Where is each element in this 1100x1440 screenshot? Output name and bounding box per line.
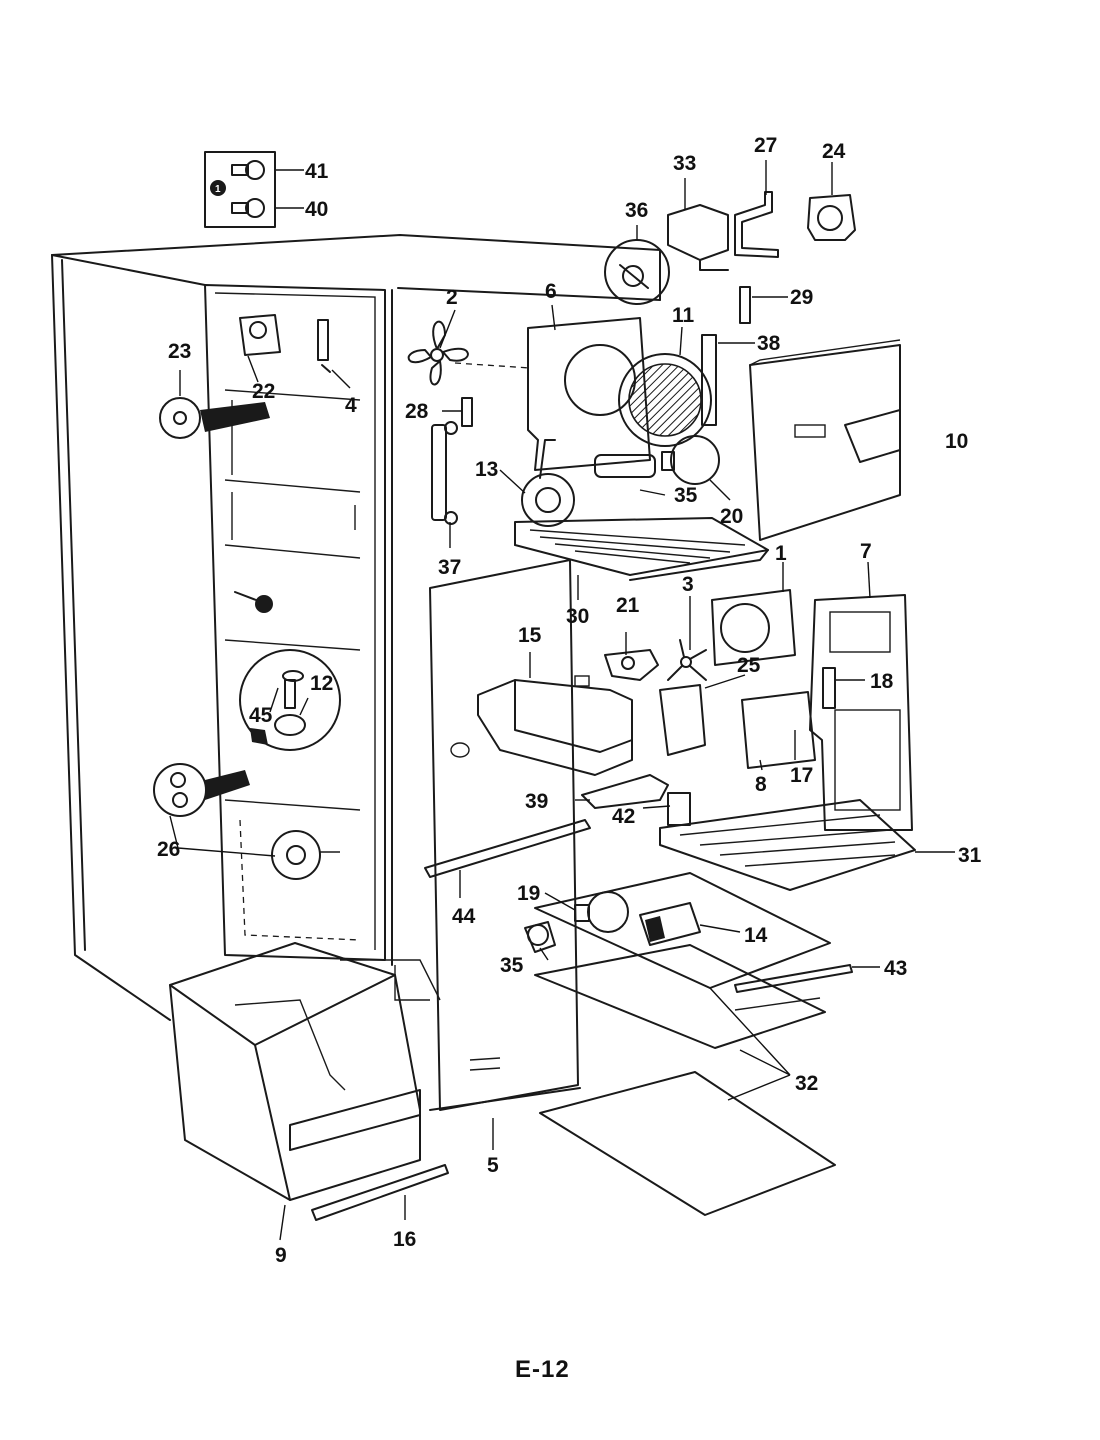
- crisper-bin-9: [169, 942, 421, 1201]
- callout-36: 36: [625, 199, 648, 222]
- freezer-shelf-30: [514, 517, 769, 581]
- control-housing-15: [477, 675, 633, 776]
- switch-14: [639, 902, 701, 946]
- cover-plate-8: [741, 691, 816, 769]
- callout-39: 39: [525, 790, 548, 813]
- evaporator-fan-blade-2: [407, 320, 531, 386]
- bracket-4: [317, 319, 331, 373]
- callout-37: 37: [438, 556, 461, 579]
- callout-26: 26: [157, 838, 180, 861]
- callout-35-lower: 35: [500, 954, 524, 977]
- callout-25: 25: [737, 654, 761, 677]
- callout-24: 24: [822, 140, 846, 163]
- note-marker-inline-icon: [234, 591, 273, 613]
- callout-14: 14: [744, 924, 768, 947]
- callout-3: 3: [682, 573, 694, 596]
- leader-lines: [169, 160, 955, 1241]
- bracket-38: [701, 334, 717, 426]
- callout-18: 18: [870, 670, 894, 693]
- freezer-shelf-31: [659, 799, 916, 891]
- callout-6: 6: [545, 280, 557, 303]
- callout-4: 4: [345, 394, 357, 417]
- strip-29: [739, 286, 751, 324]
- condenser-fan-3: [667, 639, 707, 681]
- light-bulb-19: [574, 891, 629, 933]
- bracket-18: [822, 667, 836, 709]
- callout-16: 16: [393, 1228, 416, 1251]
- callout-5: 5: [487, 1154, 499, 1177]
- callout-11: 11: [672, 304, 695, 327]
- motor-21: [604, 649, 659, 681]
- note-marker-icon: [210, 180, 226, 196]
- callout-41: 41: [305, 160, 329, 183]
- light-bulb-20: [661, 435, 720, 485]
- valve-icon-40: [231, 198, 265, 218]
- callout-labels: 41 40 33 27 24 36 29 38 2 6 11 10 28 13 …: [157, 134, 982, 1267]
- callout-17: 17: [790, 764, 813, 787]
- callout-13: 13: [475, 458, 498, 481]
- callout-42: 42: [612, 805, 635, 828]
- callout-22: 22: [252, 380, 275, 403]
- evaporator-cover-10: [749, 339, 901, 541]
- callout-32: 32: [795, 1072, 818, 1095]
- callout-19: 19: [517, 882, 540, 905]
- callout-35-upper: 35: [674, 484, 698, 507]
- callout-31: 31: [958, 844, 982, 867]
- callout-10: 10: [945, 430, 968, 453]
- bracket-27: [734, 191, 779, 258]
- callout-40: 40: [305, 198, 328, 221]
- trim-strip-44: [424, 819, 591, 878]
- light-socket-35-lower: [524, 921, 556, 953]
- callout-20: 20: [720, 505, 743, 528]
- callout-43: 43: [884, 957, 907, 980]
- light-socket-35-upper: [594, 454, 656, 478]
- callout-29: 29: [790, 286, 813, 309]
- page-label: E-12: [515, 1356, 570, 1383]
- callout-33: 33: [673, 152, 696, 175]
- knob-23: [159, 397, 270, 439]
- callout-28: 28: [405, 400, 429, 423]
- callout-23: 23: [168, 340, 191, 363]
- callout-38: 38: [757, 332, 781, 355]
- callout-45: 45: [249, 704, 273, 727]
- callout-2: 2: [446, 286, 458, 309]
- note-marker-text: 1: [215, 184, 221, 195]
- cover-25: [659, 684, 706, 756]
- glass-shelf-32-upper: [534, 872, 831, 989]
- callout-1: 1: [775, 542, 787, 565]
- callout-12: 12: [310, 672, 333, 695]
- fan-housing-1: [711, 589, 796, 666]
- callout-15: 15: [518, 624, 542, 647]
- callout-30: 30: [566, 605, 589, 628]
- callout-7: 7: [860, 540, 872, 563]
- rear-panel-7: [809, 594, 913, 831]
- strip-28: [461, 397, 473, 427]
- control-rod-37: [431, 421, 458, 525]
- bracket-33: [667, 204, 729, 271]
- callout-44: 44: [452, 905, 476, 928]
- housing-24: [807, 194, 856, 241]
- detail-circle-12-45: [239, 649, 341, 751]
- thermostat-22: [239, 314, 281, 356]
- callout-27: 27: [754, 134, 777, 157]
- bracket-39: [581, 774, 669, 809]
- glass-shelf-32-lower: [539, 1071, 836, 1216]
- roller-set-26: [153, 763, 340, 880]
- refrigerator-cabinet: [51, 234, 661, 1021]
- glass-shelf-32-middle: [534, 944, 826, 1049]
- fan-shroud-grille-11: [618, 353, 712, 447]
- callout-21: 21: [616, 594, 640, 617]
- callout-8: 8: [755, 773, 767, 796]
- trim-strip-43: [734, 964, 853, 1011]
- clip-42: [667, 792, 691, 826]
- damper-control-13: [521, 439, 575, 527]
- trim-strip-16: [311, 1164, 449, 1221]
- valve-icon-41: [231, 160, 265, 180]
- divider-panel-5: [429, 559, 581, 1111]
- callout-9: 9: [275, 1244, 287, 1267]
- note-box-cutoff-valves: 1: [204, 151, 276, 228]
